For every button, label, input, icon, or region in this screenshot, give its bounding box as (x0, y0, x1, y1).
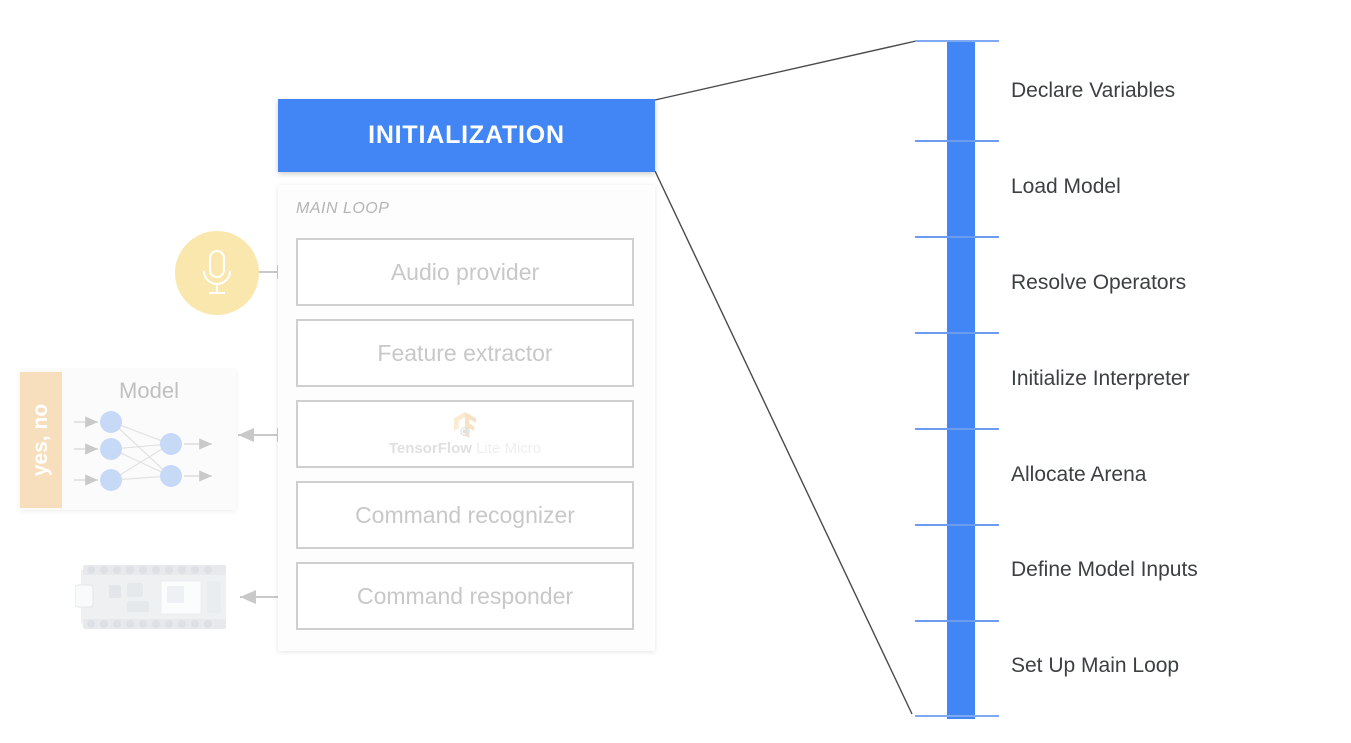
model-card[interactable]: yes, no Model (20, 370, 236, 510)
timeline-step-load-model[interactable]: Load Model (1011, 175, 1121, 198)
stage-label: Audio provider (390, 258, 540, 285)
stage-feature-extractor[interactable]: Feature extractor (296, 319, 634, 387)
model-body: Model (62, 370, 236, 510)
stage-command-responder[interactable]: Command responder (296, 562, 634, 630)
microphone-input[interactable] (175, 231, 259, 315)
timeline-step-initialize-interpreter[interactable]: Initialize Interpreter (1011, 367, 1190, 390)
connector-init-bottom (654, 170, 913, 715)
stage-command-recognizer[interactable]: Command recognizer (296, 481, 634, 549)
model-output-label: yes, no (29, 403, 52, 477)
timeline-tick-start (915, 40, 999, 42)
tflm-logo: TensorFlow Lite Micro (389, 411, 541, 457)
timeline-step-declare-variables[interactable]: Declare Variables (1011, 79, 1176, 102)
timeline-step-allocate-arena[interactable]: Allocate Arena (1011, 463, 1147, 486)
stage-label: Command recognizer (355, 501, 575, 528)
timeline-tick-3 (915, 332, 999, 334)
connector-init-top (654, 40, 917, 101)
timeline-step-resolve-operators[interactable]: Resolve Operators (1011, 271, 1187, 294)
microphone-icon (202, 249, 232, 295)
main-loop-title: MAIN LOOP (296, 200, 390, 217)
timeline-tick-5 (915, 524, 999, 526)
neural-network-icon (74, 411, 212, 491)
main-loop-panel: MAIN LOOP Audio provider Feature extract… (278, 185, 655, 651)
tflm-wordmark: TensorFlow Lite Micro (389, 440, 541, 457)
tflm-wordmark-strong: TensorFlow (388, 440, 472, 457)
stage-label: Feature extractor (377, 339, 553, 366)
timeline-tick-2 (915, 236, 999, 238)
stage-audio-provider[interactable]: Audio provider (296, 238, 634, 306)
timeline-tick-1 (915, 140, 999, 142)
timeline-tick-4 (915, 428, 999, 430)
main-loop-stage-list: Audio provider Feature extractor TensorF… (296, 238, 635, 643)
stage-label: Command responder (356, 582, 574, 609)
tflm-wordmark-light: Lite Micro (476, 440, 542, 457)
stage-tensorflow-lite-micro[interactable]: TensorFlow Lite Micro (296, 400, 634, 468)
timeline-bar (947, 40, 975, 719)
timeline-tick-end (915, 715, 999, 717)
timeline-tick-6 (915, 620, 999, 622)
initialization-header[interactable]: INITIALIZATION (278, 99, 655, 172)
microcontroller-board-icon (74, 565, 226, 629)
model-title: Model (119, 378, 179, 403)
model-output-tab: yes, no (20, 372, 62, 508)
timeline-step-set-up-main-loop[interactable]: Set Up Main Loop (1011, 654, 1180, 677)
tensorflow-logo-icon (453, 412, 476, 438)
timeline-step-define-model-inputs[interactable]: Define Model Inputs (1011, 558, 1198, 581)
initialization-title: INITIALIZATION (368, 121, 565, 149)
microcontroller-board[interactable] (74, 555, 232, 639)
